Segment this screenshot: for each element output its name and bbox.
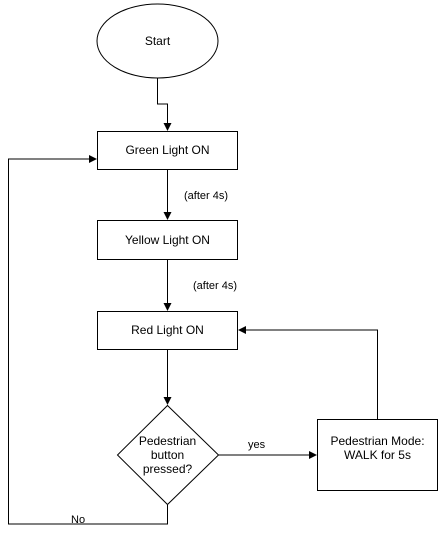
red-light-node-label: Red Light ON [131,323,204,337]
edge-walk-to-red [238,326,378,419]
walk-node-label: Pedestrian Mode: WALK for 5s [330,434,425,462]
edge-label-yes: yes [248,439,266,451]
green-light-node-shape [97,131,238,170]
red-light-node-shape [97,311,238,350]
decision-node-shape [116,404,220,506]
yellow-light-node-label: Yellow Light ON [125,233,210,247]
edge-decision-no [8,155,168,525]
start-node-label: Start [144,34,171,48]
decision-node-label: Pedestrian button pressed? [138,434,197,476]
edge-label-yellow-to-red: (after 4s) [193,280,238,292]
yellow-light-node-shape [97,220,238,260]
edge-label-green-to-yellow: (after 4s) [184,190,229,202]
edge-label-no: No [71,514,86,526]
green-light-node-label: Green Light ON [125,143,210,157]
edge-start-to-green [157,78,172,131]
walk-node-shape [317,419,438,491]
